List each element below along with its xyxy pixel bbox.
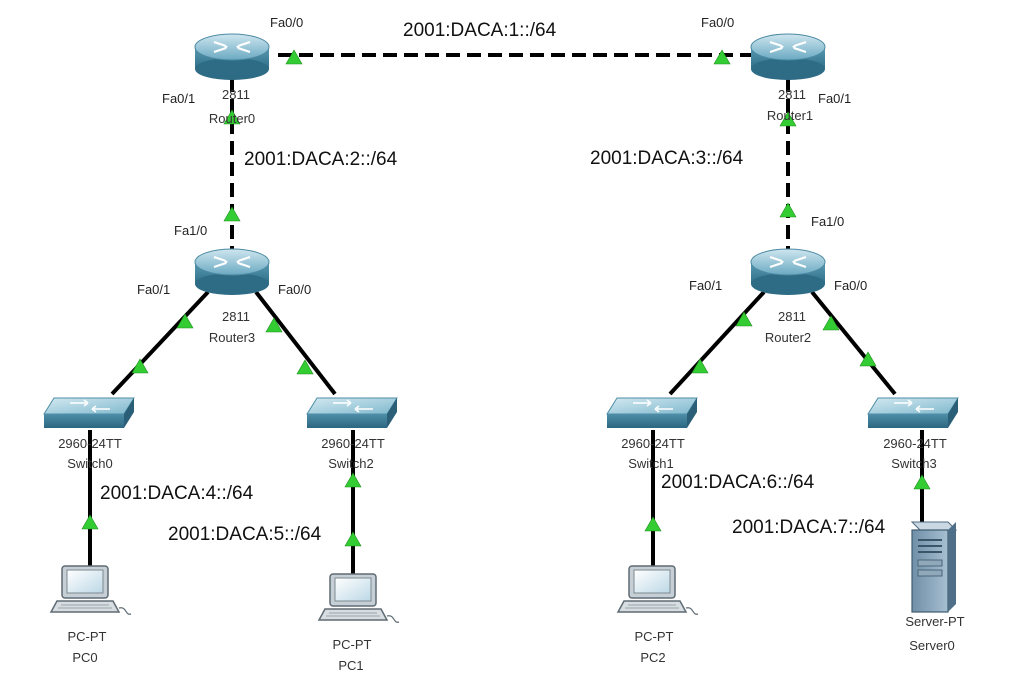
- switch0-icon[interactable]: [43, 397, 135, 429]
- pc0-model: PC-PT: [68, 629, 107, 644]
- link-up-icon: [913, 474, 931, 490]
- link-up-icon: [713, 49, 731, 65]
- pc1-model: PC-PT: [333, 637, 372, 652]
- link-up-icon: [779, 202, 797, 218]
- router2-name: Router2: [765, 330, 811, 345]
- link-up-icon: [779, 111, 797, 127]
- router2-icon[interactable]: [749, 247, 827, 297]
- switch2-name: Switch2: [328, 456, 374, 471]
- switch3-model: 2960-24TT: [883, 436, 947, 451]
- router2-model: 2811: [778, 309, 806, 324]
- router1-name: Router1: [767, 108, 813, 123]
- router0-model: 2811: [222, 87, 250, 102]
- pc2-name: PC2: [640, 650, 665, 665]
- router0-icon[interactable]: [193, 32, 271, 82]
- link-up-icon: [131, 358, 149, 374]
- switch3-icon[interactable]: [867, 397, 959, 429]
- network-label-1: 2001:DACA:1::/64: [403, 20, 557, 41]
- network-label-6: 2001:DACA:6::/64: [661, 472, 815, 493]
- router2-fa10-label: Fa1/0: [811, 214, 844, 229]
- link-up-icon: [296, 359, 314, 375]
- server0-name: Server0: [909, 638, 955, 653]
- network-label-2: 2001:DACA:2::/64: [244, 149, 398, 170]
- link-status-indicators: [81, 49, 931, 547]
- router0-name: Router0: [209, 111, 255, 126]
- switch0-model: 2960-24TT: [58, 436, 122, 451]
- pc2-icon[interactable]: [617, 565, 699, 616]
- link-up-icon: [265, 317, 283, 333]
- pc0-icon[interactable]: [50, 565, 132, 616]
- link-up-icon: [344, 531, 362, 547]
- router0-fa00-label: Fa0/0: [270, 15, 303, 30]
- router3-fa00-label: Fa0/0: [278, 282, 311, 297]
- switch0-name: Switch0: [67, 456, 113, 471]
- switch1-name: Switch1: [628, 456, 674, 471]
- link-up-icon: [81, 514, 99, 530]
- router3-fa01-label: Fa0/1: [137, 282, 170, 297]
- router3-name: Router3: [209, 330, 255, 345]
- router3-icon[interactable]: [193, 247, 271, 297]
- router2-fa00-label: Fa0/0: [834, 278, 867, 293]
- router3-model: 2811: [222, 309, 250, 324]
- link-up-icon: [344, 472, 362, 488]
- switch1-model: 2960-24TT: [621, 436, 685, 451]
- link-router3-switch0[interactable]: [110, 290, 210, 396]
- pc2-model: PC-PT: [635, 629, 674, 644]
- router1-fa00-label: Fa0/0: [701, 15, 734, 30]
- link-up-icon: [822, 315, 840, 331]
- router3-fa10-label: Fa1/0: [174, 223, 207, 238]
- network-label-3: 2001:DACA:3::/64: [590, 148, 744, 169]
- router1-icon[interactable]: [749, 32, 827, 82]
- switch3-name: Switch3: [891, 456, 937, 471]
- link-up-icon: [223, 109, 241, 125]
- links: [88, 53, 924, 580]
- link-up-icon: [691, 358, 709, 374]
- link-router3-switch2[interactable]: [254, 290, 337, 396]
- server0-model: Server-PT: [905, 614, 964, 629]
- pc1-icon[interactable]: [318, 573, 400, 624]
- network-label-7: 2001:DACA:7::/64: [732, 517, 886, 538]
- link-up-icon: [176, 313, 194, 329]
- link-router2-switch1[interactable]: [668, 290, 766, 396]
- router1-fa01-label: Fa0/1: [818, 91, 851, 106]
- link-up-icon: [223, 206, 241, 222]
- network-label-5: 2001:DACA:5::/64: [168, 524, 322, 545]
- switch2-model: 2960-24TT: [321, 436, 385, 451]
- switch2-icon[interactable]: [306, 397, 398, 429]
- switch1-icon[interactable]: [606, 397, 698, 429]
- link-router2-switch3[interactable]: [810, 290, 897, 396]
- router2-fa01-label: Fa0/1: [689, 278, 722, 293]
- link-up-icon: [644, 516, 662, 532]
- pc0-name: PC0: [72, 650, 97, 665]
- link-up-icon: [285, 49, 303, 65]
- server0-icon[interactable]: [911, 521, 957, 613]
- link-up-icon: [859, 351, 877, 367]
- pc1-name: PC1: [338, 658, 363, 673]
- link-up-icon: [735, 311, 753, 327]
- network-label-4: 2001:DACA:4::/64: [100, 483, 254, 504]
- router0-fa01-label: Fa0/1: [162, 91, 195, 106]
- router1-model: 2811: [778, 87, 806, 102]
